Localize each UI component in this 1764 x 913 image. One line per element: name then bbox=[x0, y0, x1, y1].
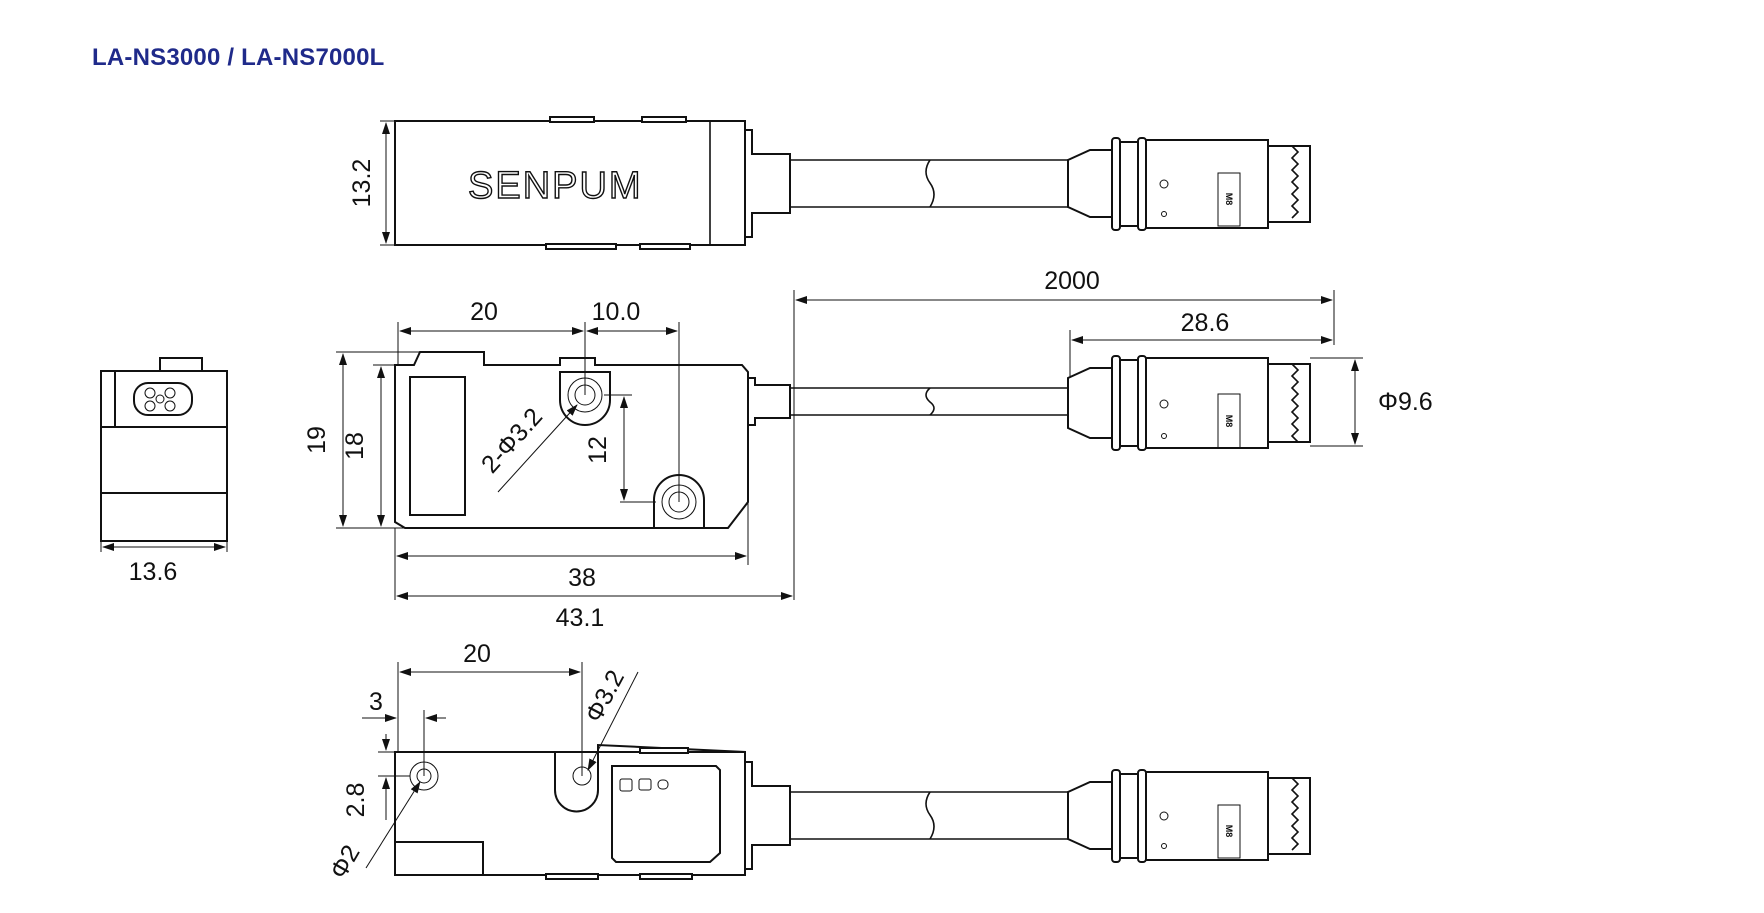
dim-hole-pos: 20 bbox=[470, 298, 498, 326]
dim-outer-height: 19 bbox=[303, 426, 331, 454]
dim-overall-length: 43.1 bbox=[556, 604, 605, 632]
connector-front: M8 bbox=[1067, 355, 1311, 451]
dim-top-height: 13.2 bbox=[348, 159, 376, 208]
dim-bottom-hole-pos: 20 bbox=[463, 640, 491, 668]
connector-bottom: M8 bbox=[1067, 769, 1311, 863]
dim-small-offset: 3 bbox=[369, 688, 383, 716]
bottom-view: M8 20 3 2.8 Φ2 Φ3.2 bbox=[324, 640, 1311, 884]
page-title: LA-NS3000 / LA-NS7000L bbox=[92, 44, 385, 71]
dim-hole-vpitch: 12 bbox=[584, 436, 612, 464]
top-view: SENPUM M8 13.2 bbox=[348, 116, 1311, 250]
front-view: M8 20 10.0 2000 28.6 Φ9.6 19 bbox=[303, 267, 1433, 632]
brand-logo: SENPUM bbox=[468, 165, 643, 207]
dim-hole-pitch: 10.0 bbox=[592, 298, 641, 326]
end-view: 13.6 bbox=[100, 357, 228, 586]
dim-cable-length: 2000 bbox=[1044, 267, 1100, 295]
dim-body-length: 38 bbox=[568, 564, 596, 592]
dim-small-vert: 2.8 bbox=[342, 783, 370, 818]
connector-marking-3: M8 bbox=[1224, 825, 1234, 838]
dim-connector-dia: Φ9.6 bbox=[1378, 388, 1433, 416]
dim-inner-height: 18 bbox=[341, 432, 369, 460]
dim-bottom-mount-hole: Φ3.2 bbox=[580, 666, 630, 727]
connector-marking: M8 bbox=[1224, 193, 1234, 206]
connector-marking-2: M8 bbox=[1224, 415, 1234, 428]
dim-end-width: 13.6 bbox=[129, 558, 178, 586]
dim-connector-length: 28.6 bbox=[1181, 309, 1230, 337]
dim-small-hole: Φ2 bbox=[324, 840, 365, 883]
connector-top: M8 bbox=[1067, 137, 1311, 231]
